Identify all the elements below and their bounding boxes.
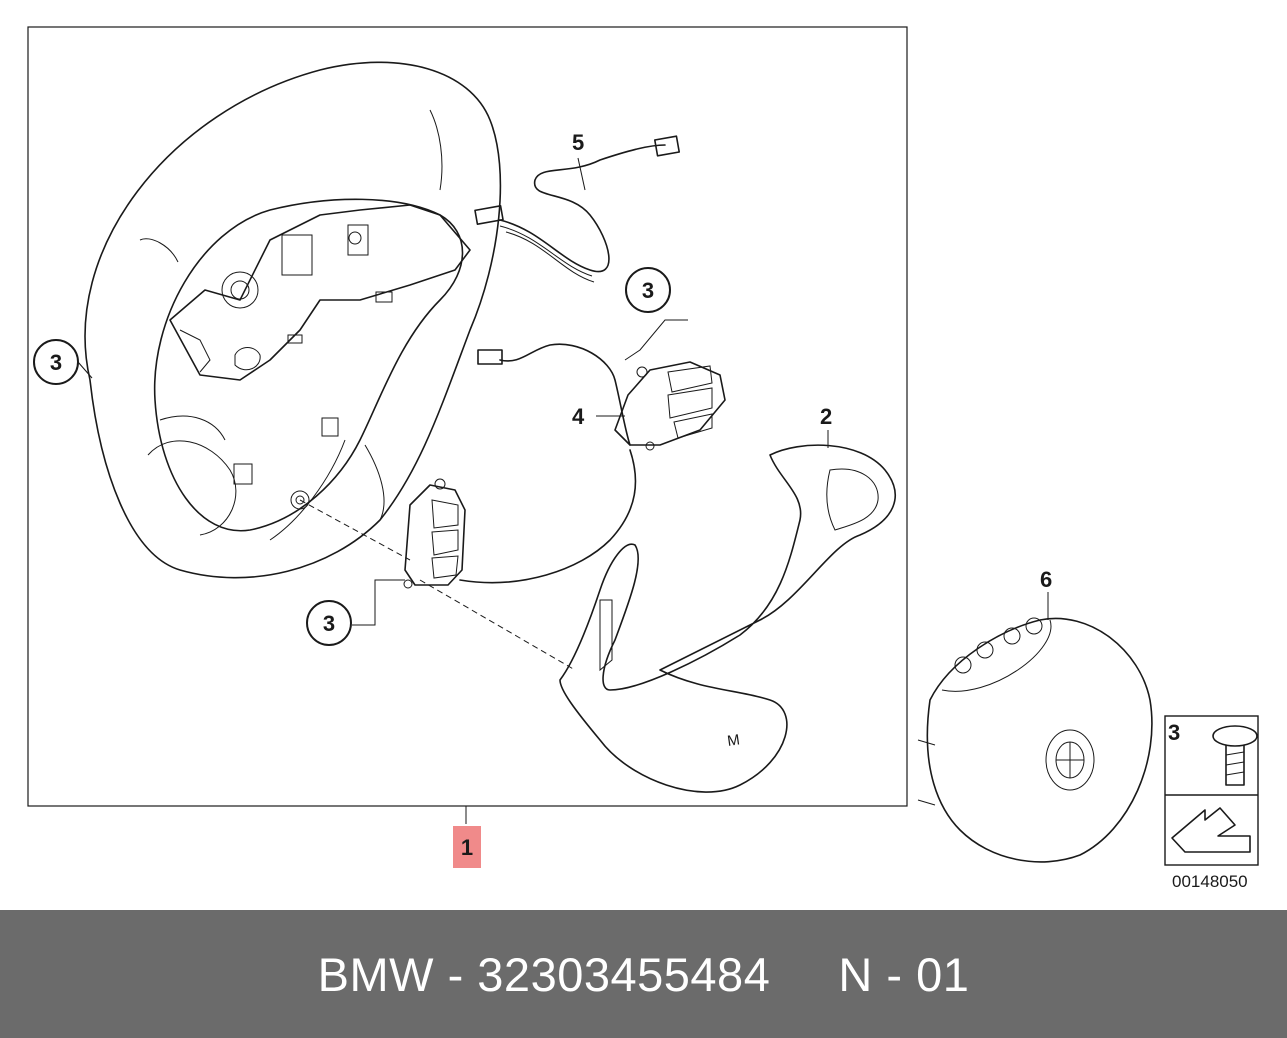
- screw-index-label: 3: [1168, 720, 1180, 745]
- assembly-frame: [27, 26, 908, 807]
- label-part-4: 4: [572, 404, 585, 429]
- m-badge: M: [726, 731, 741, 750]
- right-switch-module: [459, 343, 726, 584]
- footer-position-number: 01: [916, 947, 970, 1001]
- callout-3-bottom: 3: [306, 600, 352, 646]
- footer-separator-2: -: [886, 947, 903, 1001]
- footer-part-number: 32303455484: [477, 947, 771, 1001]
- left-switch-module: [299, 478, 576, 671]
- airbag-module: [917, 617, 1153, 863]
- footer-brand: BMW: [317, 947, 435, 1001]
- screw-box: 3: [1164, 715, 1259, 866]
- label-part-6: 6: [1040, 567, 1052, 592]
- parts-diagram: M 3 00148050 3: [27, 26, 1259, 891]
- trim-cover: M: [559, 444, 896, 793]
- reference-number: 00148050: [1172, 872, 1248, 891]
- svg-text:3: 3: [642, 278, 654, 303]
- callout-3-right: 3: [625, 267, 671, 313]
- callout-3-left: 3: [33, 339, 79, 385]
- label-part-2: 2: [820, 404, 832, 429]
- svg-text:3: 3: [50, 350, 62, 375]
- wiring-harness: [474, 135, 681, 283]
- label-part-5: 5: [572, 130, 584, 155]
- diagram-canvas: M 3 00148050 3: [27, 26, 1259, 891]
- svg-text:3: 3: [323, 611, 335, 636]
- steering-wheel: [84, 61, 502, 579]
- footer-position-prefix: N: [838, 947, 873, 1001]
- footer-separator-1: -: [447, 947, 464, 1001]
- label-part-1-highlight: [453, 826, 481, 868]
- footer-bar: BMW - 32303455484 N - 01: [0, 910, 1287, 1038]
- leader-lines: [77, 157, 1049, 824]
- label-part-1: 1: [461, 835, 473, 860]
- arrow-icon: [1171, 807, 1251, 853]
